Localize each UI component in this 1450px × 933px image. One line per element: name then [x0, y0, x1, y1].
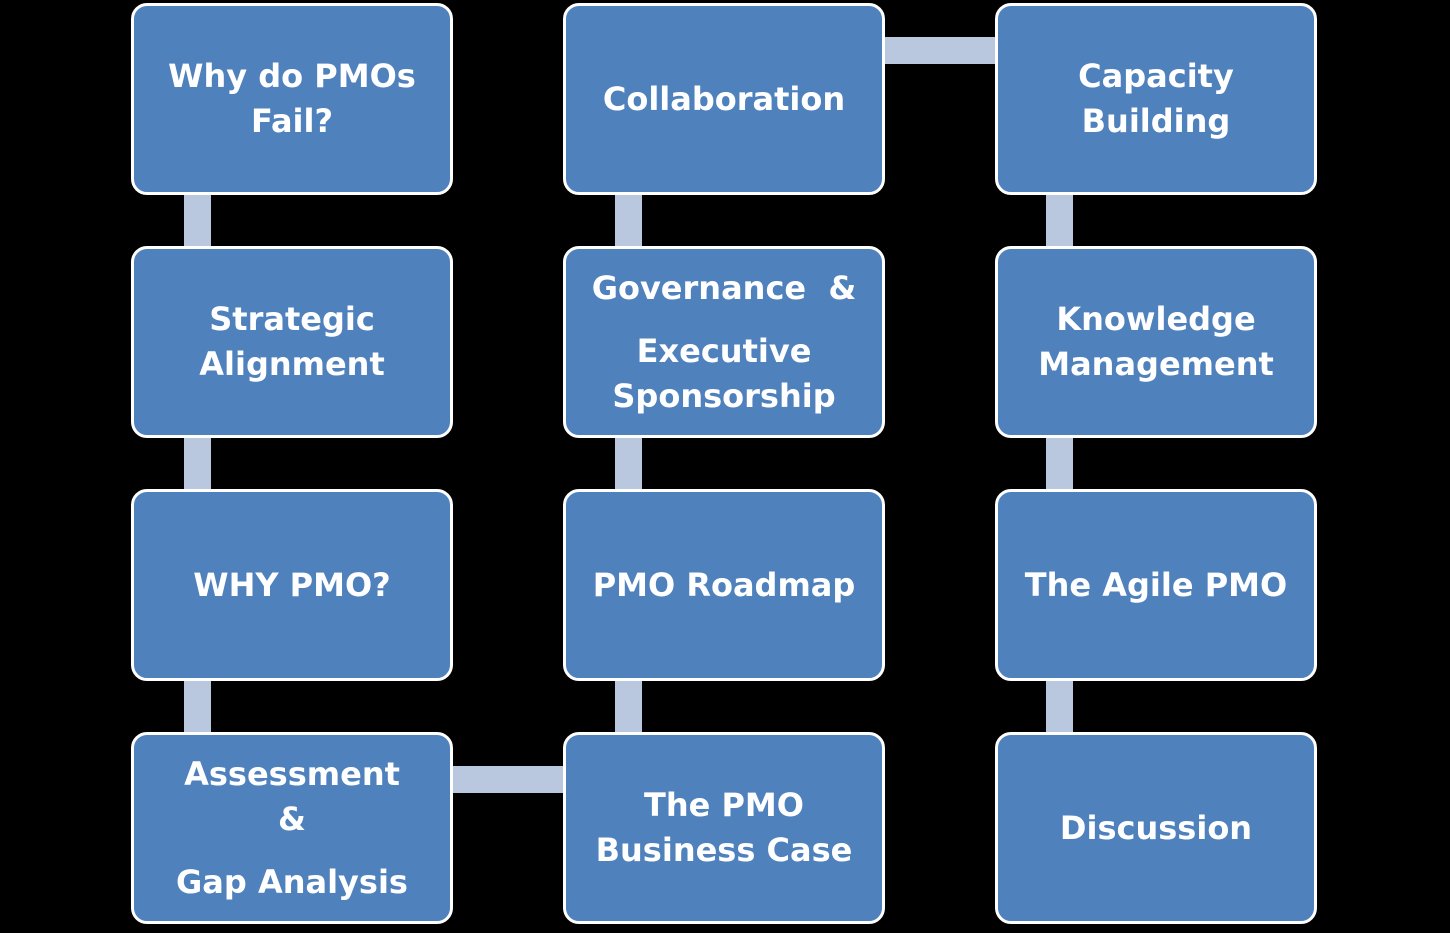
node-label-line: Assessment: [184, 754, 400, 793]
node-label-line: Strategic: [209, 300, 375, 338]
node-label-line: Capacity: [1078, 57, 1234, 95]
node-pmo-business-case: The PMO Business Case: [563, 732, 885, 924]
connector-agile-pmo-to-discussion: [1046, 681, 1073, 732]
node-assessment-gap-analysis: Assessment & Gap Analysis: [131, 732, 453, 924]
node-pmo-roadmap: PMO Roadmap: [563, 489, 885, 681]
connector-knowledge-management-to-agile-pmo: [1046, 438, 1073, 489]
node-label-line: Executive: [636, 331, 812, 370]
connector-business-case-to-roadmap: [615, 681, 642, 732]
connector-governance-to-collaboration: [615, 195, 642, 246]
node-governance-executive-sponsorship: Governance & Executive Sponsorship: [563, 246, 885, 438]
connector-why-fail-to-strategic-alignment: [184, 195, 211, 246]
node-label-line: Management: [1038, 345, 1274, 383]
node-label-line: The PMO: [644, 786, 804, 824]
connector-why-pmo-to-assessment: [184, 681, 211, 732]
node-label-line: &: [278, 799, 306, 838]
node-label-line: PMO Roadmap: [592, 565, 856, 604]
node-label-line: Alignment: [199, 345, 385, 383]
node-agile-pmo: The Agile PMO: [995, 489, 1317, 681]
node-why-do-pmos-fail: Why do PMOs Fail?: [131, 3, 453, 195]
node-label-line: Sponsorship: [612, 376, 836, 415]
node-label-line: Governance &: [591, 268, 857, 307]
node-label-line: Gap Analysis: [176, 862, 408, 901]
node-strategic-alignment: Strategic Alignment: [131, 246, 453, 438]
node-capacity-building: Capacity Building: [995, 3, 1317, 195]
connector-capacity-building-to-knowledge-management: [1046, 195, 1073, 246]
node-label-line: Why do PMOs: [168, 57, 416, 95]
node-label-line: The Agile PMO: [1024, 565, 1288, 604]
node-collaboration: Collaboration: [563, 3, 885, 195]
node-label-line: Fail?: [250, 102, 334, 140]
node-label-line: Discussion: [1059, 808, 1253, 847]
node-label-line: Business Case: [595, 831, 853, 869]
node-label-line: Knowledge: [1056, 300, 1256, 338]
node-discussion: Discussion: [995, 732, 1317, 924]
node-why-pmo: WHY PMO?: [131, 489, 453, 681]
node-label-line: Building: [1081, 102, 1231, 140]
connector-roadmap-to-governance: [615, 438, 642, 489]
connector-assessment-to-business-case: [453, 766, 563, 793]
node-knowledge-management: Knowledge Management: [995, 246, 1317, 438]
connector-collaboration-to-capacity-building: [885, 37, 995, 64]
node-label-line: WHY PMO?: [193, 565, 391, 604]
node-label-line: Collaboration: [602, 79, 846, 118]
connector-strategic-alignment-to-why-pmo: [184, 438, 211, 489]
